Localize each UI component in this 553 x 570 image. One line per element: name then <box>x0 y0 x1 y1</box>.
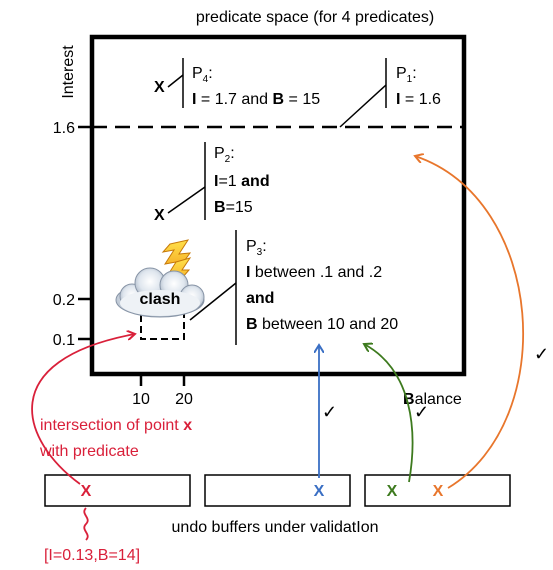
buffer-point-green: X <box>387 483 398 500</box>
p3-condition-line3: B between 10 and 20 <box>246 316 398 333</box>
p4-name: P4: <box>192 65 213 85</box>
p3-leader <box>189 282 237 321</box>
cloud-icon <box>115 267 205 318</box>
intersection-annotation-line1: intersection of point x <box>40 417 192 434</box>
undo-buffer-1 <box>44 474 191 507</box>
clash-label: clash <box>140 291 181 308</box>
p4-condition: I = 1.7 and B = 15 <box>192 91 320 108</box>
check-icon: ✓ <box>322 402 337 422</box>
x-tick-label: 10 <box>132 391 150 408</box>
point-x-p2: X <box>154 207 165 224</box>
p3-name: P3: <box>246 238 267 258</box>
buffer-point-blue: X <box>314 483 325 500</box>
buffers-caption: undo buffers under validatIon <box>172 519 379 536</box>
x-tick-label: 20 <box>175 391 193 408</box>
intersection-annotation-line2: with predicate <box>39 443 139 460</box>
y-tick-label: 0.1 <box>53 332 75 349</box>
p2-condition-line2: B=15 <box>214 199 253 216</box>
point-x-p4: X <box>154 79 165 96</box>
check-icon: ✓ <box>414 402 429 422</box>
p2-name: P2: <box>214 145 235 165</box>
p1-name: P1: <box>396 65 417 85</box>
y-axis-label: Interest <box>60 45 77 99</box>
check-icon: ✓ <box>534 344 549 364</box>
undo-buffer-3 <box>364 474 511 507</box>
y-tick-label: 1.6 <box>53 120 75 137</box>
y-tick-label: 0.2 <box>53 292 75 309</box>
p3-condition-line1: I between .1 and .2 <box>246 264 382 281</box>
p2-leader <box>167 186 206 214</box>
p2-condition-line1: I=1 and <box>214 173 270 190</box>
green-validation-arrow <box>364 344 414 483</box>
x-axis-label: Balance <box>403 391 462 408</box>
p1-leader <box>339 84 387 128</box>
diagram-title: predicate space (for 4 predicates) <box>196 9 434 26</box>
p3-region <box>140 298 185 340</box>
point-value-label: [I=0.13,B=14] <box>44 547 140 564</box>
undo-buffer-2 <box>204 474 351 507</box>
p1-condition: I = 1.6 <box>396 91 441 108</box>
squiggle-connector <box>83 507 89 541</box>
predicate-space-box <box>89 34 467 377</box>
buffer-point-orange: X <box>433 483 444 500</box>
p4-leader <box>167 74 184 88</box>
buffer-point-red: X <box>81 483 92 500</box>
red-intersection-arrow <box>31 334 135 485</box>
p3-condition-line2: and <box>246 290 274 307</box>
orange-validation-arrow <box>415 156 524 489</box>
